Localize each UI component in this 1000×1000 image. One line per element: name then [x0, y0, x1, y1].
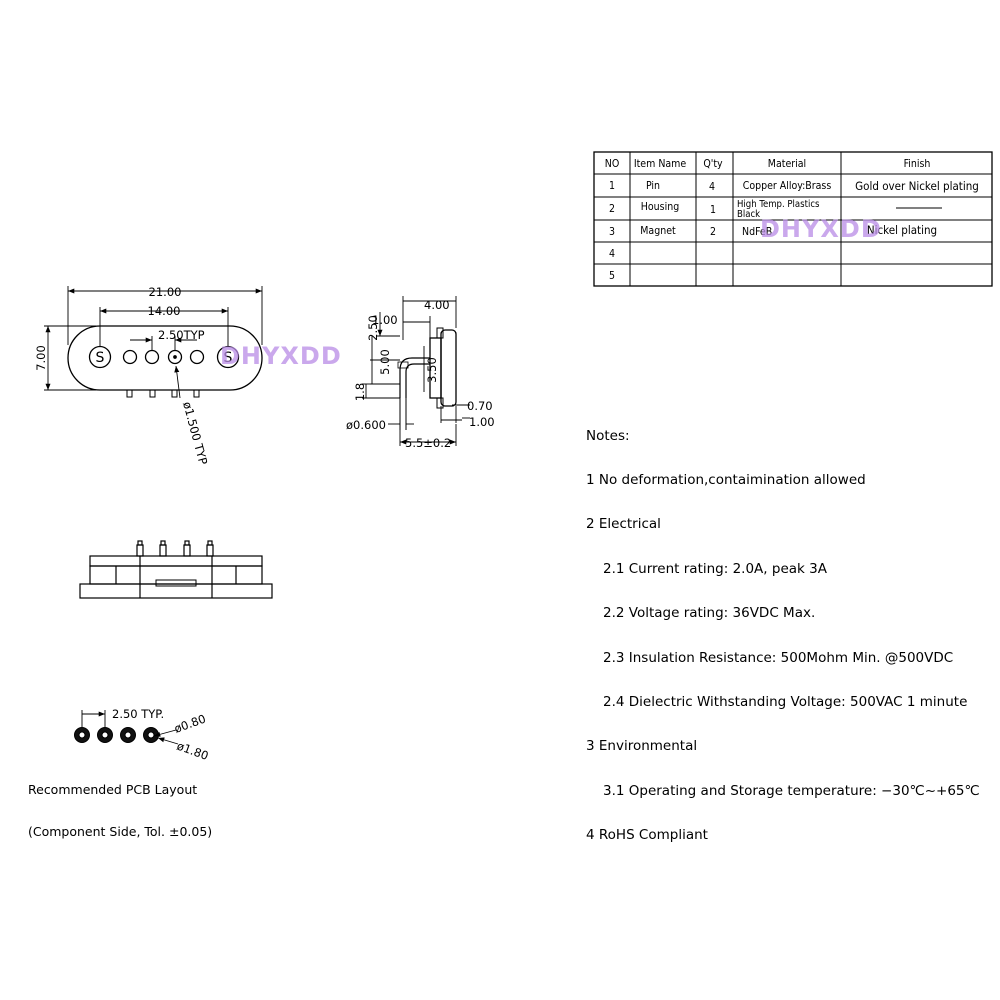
pcb-caption-line1: Recommended PCB Layout	[28, 782, 198, 797]
row1-no: 1	[609, 180, 615, 192]
magnet-left	[88, 345, 112, 369]
row2-material-line1: High Temp. Plastics	[737, 199, 820, 210]
notes-title: Notes:	[586, 427, 630, 444]
note-line: 2.4 Dielectric Withstanding Voltage: 500…	[603, 693, 968, 710]
bom-table	[593, 151, 993, 287]
row3-no: 3	[609, 226, 615, 238]
pin-4	[189, 349, 205, 365]
bottom-view	[79, 540, 273, 599]
side-view-dimensions	[362, 296, 470, 446]
pcb-layout-dims	[81, 710, 179, 745]
pcb-caption-line2: (Component Side, Tol. ±0.05)	[28, 824, 213, 839]
header-finish: Finish	[904, 158, 931, 170]
row2-item: Housing	[641, 201, 679, 213]
side-magnet-face	[440, 329, 457, 407]
row3-finish: Nickel plating	[867, 223, 937, 237]
pcb-layout	[74, 727, 159, 743]
dim-5-5: 5.5±0.2	[405, 436, 451, 450]
note-line: 3.1 Operating and Storage temperature: −…	[603, 782, 980, 799]
magnet-left-label: S	[96, 350, 105, 366]
row2-qty: 1	[710, 204, 716, 216]
note-line: 2 Electrical	[586, 516, 661, 533]
note-line: 4 RoHS Compliant	[586, 827, 708, 844]
magnet-right	[216, 345, 240, 369]
front-view-magnet-labels: S S	[96, 350, 233, 366]
front-view	[67, 325, 263, 398]
dim-5-00: 5.00	[378, 349, 392, 375]
row3-material: NdFeB	[742, 226, 772, 238]
note-line: 2.3 Insulation Resistance: 500Mohm Min. …	[603, 649, 954, 666]
note-line: 2.2 Voltage rating: 36VDC Max.	[603, 605, 816, 622]
watermark-1: DHYXDD	[220, 342, 342, 370]
dim-7: 7.00	[34, 345, 48, 371]
dim-21: 21.00	[149, 285, 182, 299]
header-no: NO	[605, 158, 620, 170]
header-material: Material	[768, 158, 806, 170]
magnet-right-label: S	[224, 350, 233, 366]
dim-pcb-hole: ø0.80	[172, 711, 207, 735]
pin-2	[144, 349, 160, 365]
front-view-dimensions	[44, 286, 263, 399]
side-view-dim-labels: 4.00 2.50 1.00 5.00 3.50 1.8 0.70 1.00 ø…	[346, 298, 495, 450]
notes-block: Notes: 1 No deformation,contaimination a…	[586, 399, 980, 858]
header-item-name: Item Name	[634, 158, 687, 170]
row2-material-line2: Black	[737, 209, 760, 220]
pin-1	[122, 349, 138, 365]
bottom-pins	[136, 540, 214, 557]
pin-3	[167, 349, 183, 365]
row2-no: 2	[609, 203, 615, 215]
row3-qty: 2	[710, 226, 716, 238]
note-line: 1 No deformation,contaimination allowed	[586, 471, 866, 488]
front-view-dim-labels: 21.00 14.00 2.50TYP 7.00 ø1.500 TYP	[34, 285, 210, 466]
dim-pin-dia-side: ø0.600	[346, 418, 386, 432]
row1-finish: Gold over Nickel plating	[855, 179, 979, 193]
note-line: 3 Environmental	[586, 738, 698, 755]
row4-no: 4	[609, 248, 615, 260]
bottom-base-plate	[79, 583, 273, 599]
row1-material: Copper Alloy:Brass	[743, 180, 832, 192]
dim-3-50: 3.50	[425, 357, 439, 383]
row3-item: Magnet	[640, 225, 676, 237]
pcb-caption: Recommended PCB Layout (Component Side, …	[28, 755, 212, 853]
dim-2-50-typ: 2.50TYP	[158, 328, 205, 342]
dim-0-70: 0.70	[467, 399, 493, 413]
row5-no: 5	[609, 270, 615, 282]
dim-pcb-pitch: 2.50 TYP.	[112, 707, 164, 721]
dim-1-00b: 1.00	[469, 415, 495, 429]
dim-2-50-side: 2.50	[366, 315, 380, 341]
row1-qty: 4	[709, 181, 715, 193]
dim-pin-dia: ø1.500 TYP	[180, 400, 210, 466]
bottom-top-plate	[89, 555, 263, 567]
dim-1-00: 1.00	[372, 313, 398, 327]
header-qty: Q'ty	[703, 158, 723, 170]
dim-1-8: 1.8	[353, 383, 367, 401]
housing-outline	[67, 325, 263, 391]
dim-14: 14.00	[148, 304, 181, 318]
note-line: 2.1 Current rating: 2.0A, peak 3A	[603, 560, 827, 577]
row1-item: Pin	[646, 180, 660, 192]
bom-table-text: NO Item Name Q'ty Material Finish 1 Pin …	[605, 158, 979, 282]
dim-4-00: 4.00	[424, 298, 450, 312]
side-view	[397, 327, 457, 430]
watermark-2: DHYXDD	[760, 215, 882, 243]
